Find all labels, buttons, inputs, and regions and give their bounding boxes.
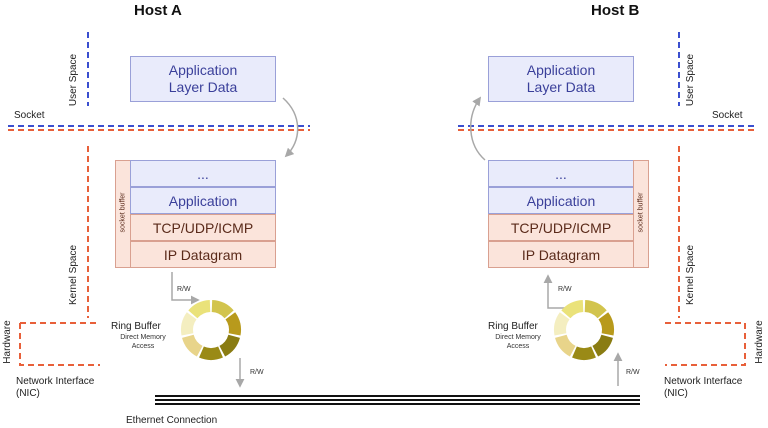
stack-application-a: Application [130, 187, 276, 214]
arrow-app-to-stack-a [282, 97, 299, 158]
kernel-space-label-b: Kernel Space [685, 244, 696, 306]
socket-label-b: Socket [712, 110, 743, 121]
ethernet-label: Ethernet Connection [126, 415, 218, 426]
nic-line1-a: Network Interface [16, 376, 95, 387]
rw-label-a-bottom: R/W [250, 369, 264, 376]
user-space-label-b: User Space [685, 53, 696, 107]
ring-buffer-label-b: Ring Buffer [488, 321, 538, 332]
ring-buffer-a-segment-6 [188, 300, 211, 319]
ring-buffer-a-donut [181, 300, 241, 360]
socket-buffer-label-b: socket buffer [637, 192, 645, 233]
nic-line2-b: (NIC) [664, 388, 688, 399]
ring-buffer-b-segment-1 [598, 312, 614, 336]
stack-transport-a: TCP/UDP/ICMP [130, 214, 276, 241]
socket-line-b [458, 125, 758, 131]
rw-label-b-bottom: R/W [626, 369, 640, 376]
user-space-label-a: User Space [68, 53, 79, 107]
ring-buffer-b-segment-4 [555, 334, 576, 357]
stack-ip-a: IP Datagram [130, 241, 276, 268]
ring-buffer-b-segment-5 [554, 312, 570, 336]
app-layer-line2-b: Layer Data [526, 79, 596, 95]
ring-buffer-a-segment-3 [199, 346, 223, 360]
ring-buffer-a-segment-0 [211, 300, 234, 319]
dma-line2-a: Access [131, 343, 155, 350]
socket-buffer-b [633, 160, 649, 268]
dma-line1-b: Direct Memory [495, 334, 541, 341]
ring-buffer-b-segment-2 [592, 334, 613, 357]
app-layer-line1-b: Application [526, 62, 596, 78]
ring-buffer-b-segment-0 [584, 300, 607, 319]
hardware-label-b: Hardware [754, 320, 765, 364]
ring-buffer-b-segment-6 [561, 300, 584, 319]
socket-buffer-label-a: socket buffer [119, 192, 127, 233]
app-layer-data-a: Application Layer Data [130, 56, 276, 102]
arrow-stack-to-ring-a [171, 272, 200, 305]
ring-buffer-label-a: Ring Buffer [111, 321, 161, 332]
ring-buffer-a-segment-1 [225, 312, 241, 336]
host-b-title: Host B [591, 2, 640, 19]
dma-label-a: Direct Memory Access [115, 333, 171, 351]
ring-buffer-b-donut [554, 300, 614, 360]
ring-buffer-a-segment-5 [181, 312, 197, 336]
kernel-space-label-a: Kernel Space [68, 244, 79, 306]
rw-label-b-top: R/W [558, 286, 572, 293]
arrow-stack-to-app-b [469, 96, 486, 161]
app-layer-data-b: Application Layer Data [488, 56, 634, 102]
nic-line1-b: Network Interface [664, 376, 743, 387]
dma-label-b: Direct Memory Access [490, 333, 546, 351]
ethernet-cable [155, 395, 640, 405]
ring-buffer-a-segment-2 [219, 334, 240, 357]
socket-label-a: Socket [14, 110, 45, 121]
stack-ellipsis-a: ... [130, 160, 276, 187]
dma-line1-a: Direct Memory [120, 334, 166, 341]
nic-label-b: Network Interface (NIC) [664, 376, 742, 400]
app-layer-line1-a: Application [168, 62, 238, 78]
dma-line2-b: Access [506, 343, 530, 350]
app-layer-line2-a: Layer Data [168, 79, 238, 95]
rw-label-a-top: R/W [177, 286, 191, 293]
stack-transport-b: TCP/UDP/ICMP [488, 214, 634, 241]
stack-ip-b: IP Datagram [488, 241, 634, 268]
host-a-title: Host A [134, 2, 182, 19]
nic-label-a: Network Interface (NIC) [16, 376, 94, 400]
nic-line2-a: (NIC) [16, 388, 40, 399]
stack-application-b: Application [488, 187, 634, 214]
ring-buffer-b-segment-3 [572, 346, 596, 360]
hardware-box-a [19, 322, 100, 366]
stack-ellipsis-b: ... [488, 160, 634, 187]
ring-buffer-a-segment-4 [182, 334, 203, 357]
hardware-box-b [665, 322, 746, 366]
hardware-label-a: Hardware [2, 320, 13, 364]
socket-line-a [8, 125, 310, 131]
